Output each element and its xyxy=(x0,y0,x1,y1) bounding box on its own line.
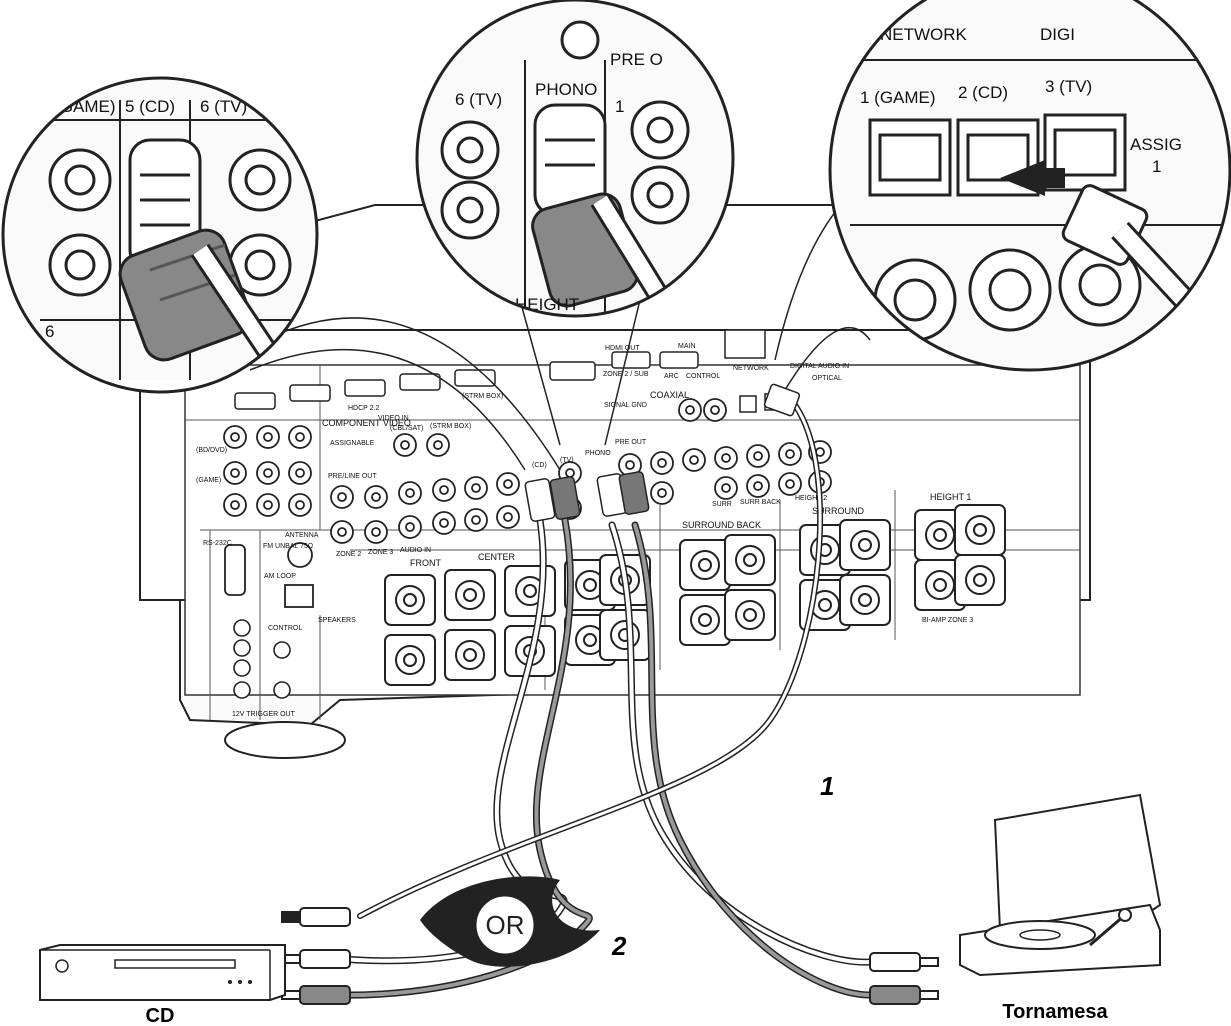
label-digital-audio-in: DIGITAL AUDIO IN xyxy=(790,363,849,370)
or-badge: OR xyxy=(420,876,600,967)
zoom-right-label-network: NETWORK xyxy=(880,25,968,44)
label-fm-unbal: FM UNBAL 75Ω xyxy=(263,543,313,550)
label-strm-box-hdmi: (STRM BOX) xyxy=(462,393,503,400)
label-phono: PHONO xyxy=(585,450,611,457)
fm-antenna-jack xyxy=(287,542,313,568)
label-surr: SURR xyxy=(712,501,732,508)
label-hdcp: HDCP 2.2 xyxy=(348,405,379,412)
label-surround-back: SURROUND BACK xyxy=(682,520,761,530)
am-antenna-terminal xyxy=(284,584,314,608)
label-height-2: HEIGHT 2 xyxy=(795,495,827,502)
receiver-panel-labels: COMPONENT VIDEO ASSIGNABLE VIDEO IN (CBL… xyxy=(196,343,973,718)
label-arc: ARC xyxy=(664,373,679,380)
label-center: CENTER xyxy=(478,552,516,562)
label-zone-2: ZONE 2 xyxy=(336,551,361,558)
label-signal-gnd: SIGNAL GND xyxy=(604,402,647,409)
turntable xyxy=(959,793,1162,977)
zoom-right-label-1: 1 xyxy=(1152,157,1161,176)
label-zone2-sub: ZONE 2 / SUB xyxy=(603,371,649,378)
trigger-jacks xyxy=(233,619,291,699)
zoom-left-label-cd: 5 (CD) xyxy=(125,97,175,116)
label-pre-out: PRE OUT xyxy=(615,439,647,446)
label-height-1: HEIGHT 1 xyxy=(930,492,971,502)
zoom-center-label-1: 1 xyxy=(615,97,624,116)
zoom-callout-lines xyxy=(249,199,871,471)
zoom-left-label-tv: 6 (TV) xyxy=(200,97,247,116)
network-port xyxy=(724,329,766,359)
zoom-center-label-pre-out: PRE O xyxy=(610,50,663,69)
label-video-in: VIDEO IN xyxy=(378,415,409,422)
optical-port xyxy=(739,395,757,413)
zoom-right-label-cd: 2 (CD) xyxy=(958,83,1008,102)
label-control: CONTROL xyxy=(268,625,302,632)
zoom-circle-phono: 6 (TV) PHONO PRE O 1 HEIGHT xyxy=(415,0,735,318)
rca-jack-grid-audio xyxy=(330,433,582,544)
label-cbl-sat: (CBL/SAT) xyxy=(390,425,423,432)
label-front: FRONT xyxy=(410,558,441,568)
cd-player xyxy=(39,944,286,1001)
label-main: MAIN xyxy=(678,343,696,350)
disc-tray xyxy=(114,959,236,969)
label-component-video: COMPONENT VIDEO xyxy=(322,418,411,428)
label-assignable: ASSIGNABLE xyxy=(330,440,375,447)
cd-label: CD xyxy=(146,1005,175,1026)
tonearm xyxy=(1089,913,1126,947)
label-bd-dvd: (BD/DVD) xyxy=(196,447,227,454)
label-audio-in: AUDIO IN xyxy=(400,547,431,554)
label-speakers: SPEAKERS xyxy=(318,617,356,624)
rs232c-port xyxy=(224,544,246,596)
zoom-right-label-assignable: ASSIG xyxy=(1130,135,1182,154)
or-label: OR xyxy=(486,910,525,940)
label-cd: (CD) xyxy=(532,462,547,469)
device-plugs-left xyxy=(281,907,351,1005)
label-rs232c: RS-232C xyxy=(203,540,232,547)
label-network: NETWORK xyxy=(733,365,769,372)
cable-number-1: 1 xyxy=(820,771,834,801)
zoom-right-label-digital: DIGI xyxy=(1040,25,1075,44)
av-receiver: COMPONENT VIDEO ASSIGNABLE VIDEO IN (CBL… xyxy=(138,204,1093,759)
label-control-hdmi: CONTROL xyxy=(686,373,720,380)
label-optical: OPTICAL xyxy=(812,375,842,382)
cable-number-2: 2 xyxy=(611,931,627,961)
rca-plugs-receiver xyxy=(524,383,801,522)
label-surround: SURROUND xyxy=(812,506,865,516)
zoom-right-label-tv: 3 (TV) xyxy=(1045,77,1092,96)
zoom-left-label-6: 6 xyxy=(45,322,54,341)
receiver-foot xyxy=(224,721,346,759)
label-12v-trigger-out: 12V TRIGGER OUT xyxy=(232,711,296,718)
hdmi-inputs xyxy=(234,351,699,410)
zoom-center-label-tv: 6 (TV) xyxy=(455,90,502,109)
zoom-center-label-phono: PHONO xyxy=(535,80,597,99)
power-knob xyxy=(55,959,69,973)
zoom-right-label-game: 1 (GAME) xyxy=(860,88,936,107)
turntable-label: Tornamesa xyxy=(1002,1001,1108,1023)
label-zone-3: ZONE 3 xyxy=(368,549,393,556)
speaker-terminals xyxy=(384,504,1006,686)
label-hdmi-out: HDMI OUT xyxy=(605,345,640,352)
label-tv: (TV) xyxy=(560,457,574,464)
label-antenna: ANTENNA xyxy=(285,532,319,539)
label-pre-line-out: PRE/LINE OUT xyxy=(328,473,377,480)
label-game: (GAME) xyxy=(196,477,221,484)
label-bi-amp-zone3: BI-AMP ZONE 3 xyxy=(922,617,973,624)
label-coaxial: COAXIAL xyxy=(650,390,689,400)
label-am-loop: AM LOOP xyxy=(264,573,296,580)
rca-jack-grid-left xyxy=(223,425,312,517)
label-surr-back: SURR BACK xyxy=(740,499,781,506)
label-strm-box: (STRM BOX) xyxy=(430,423,471,430)
device-plugs-right xyxy=(869,952,939,1005)
